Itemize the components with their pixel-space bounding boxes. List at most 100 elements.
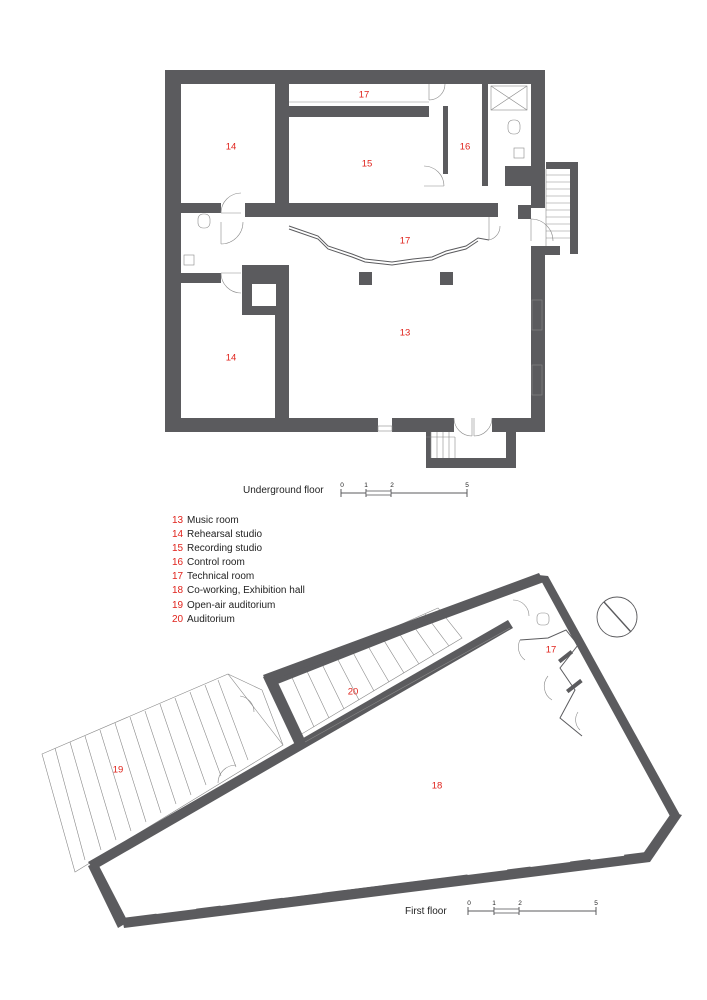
first-floor-plan: 18 19 20 17 First floor 0 1 2 5	[41, 573, 682, 928]
ff-scale-bar: 0 1 2 5	[467, 900, 598, 915]
ug-wall-right-step	[531, 246, 560, 432]
ff-wall-left-end	[88, 862, 128, 928]
ug-wall-bottom-mid	[392, 418, 454, 432]
ff-openair-seating	[41, 673, 284, 873]
ug-door-left-lower	[220, 272, 242, 294]
ff-scale-5: 5	[594, 900, 598, 907]
ug-room-17-top: 17	[359, 90, 370, 101]
north-arrow-icon	[596, 596, 638, 638]
ff-door-wc	[512, 599, 530, 617]
ff-room-18: 18	[432, 781, 443, 792]
ff-wall-auditorium-left	[263, 672, 305, 745]
ug-room-17-mid: 17	[400, 236, 411, 247]
legend-number: 14	[172, 529, 184, 541]
ug-room-13: 13	[400, 328, 411, 339]
ug-wall-rehearsal-a-right	[275, 84, 289, 209]
legend-label: Open-air auditorium	[187, 599, 276, 611]
ug-wall-control-right	[482, 84, 488, 186]
ug-door-left-wc	[220, 221, 244, 245]
ug-room-14-upper: 14	[226, 142, 237, 153]
ff-door-tech-2	[575, 711, 581, 731]
ug-floor-title: Underground floor	[243, 485, 324, 496]
legend-label: Technical room	[187, 571, 255, 583]
ff-glazing-line	[304, 627, 511, 743]
underground-floor-plan: 13 14 14 15 16 17 17 Underground floor 0…	[165, 70, 578, 497]
ug-stage-outline	[288, 225, 490, 263]
ug-scale-5: 5	[465, 482, 469, 489]
ff-toilet	[536, 612, 550, 626]
ug-annex-right	[506, 418, 516, 468]
ug-wall-rehearsal-b-top	[181, 273, 221, 283]
ff-wall-auditorium-inner	[273, 607, 460, 685]
ff-room-20: 20	[348, 687, 359, 698]
ff-door-openair-2	[239, 695, 255, 713]
ug-scale-1: 1	[364, 482, 368, 489]
legend-label: Recording studio	[187, 543, 263, 555]
legend-number: 16	[172, 557, 184, 569]
ff-floor-title: First floor	[405, 906, 447, 917]
legend-number: 18	[172, 585, 184, 597]
ug-wall-recording-right	[443, 106, 448, 174]
ug-wall-corridor-upper	[245, 203, 498, 217]
ug-wall-right-inner	[505, 166, 531, 186]
ff-tech-wall-1	[558, 650, 574, 664]
ff-tech-wall-2	[566, 678, 583, 694]
legend-label: Music room	[187, 515, 239, 526]
ug-shaft-void	[252, 284, 276, 306]
ug-stage-outline-inner	[288, 228, 479, 266]
ff-tech-partition	[519, 629, 583, 737]
legend-number: 17	[172, 571, 184, 583]
ug-stairs-bottom	[426, 432, 456, 458]
legend-label: Control room	[187, 557, 245, 569]
ff-wall-right-lower	[640, 812, 682, 862]
ff-room-19: 19	[113, 765, 124, 776]
ff-wall-right-top	[538, 575, 680, 818]
ug-wall-left-wc	[181, 203, 221, 213]
ug-wall-door-jamb	[518, 205, 531, 219]
ug-wall-right-stair	[570, 162, 578, 254]
legend-number: 15	[172, 543, 184, 555]
ug-stairs-right	[545, 169, 570, 246]
ff-room-17: 17	[546, 645, 557, 656]
legend-number: 13	[172, 515, 184, 526]
ug-room-14-lower: 14	[226, 353, 237, 364]
ug-door-stage	[488, 217, 501, 241]
ff-door-tech-3	[518, 639, 526, 661]
legend-number: 20	[172, 613, 184, 625]
ff-door-openair	[217, 764, 237, 784]
ug-window-1	[531, 299, 543, 331]
ug-wall-right-upper	[531, 70, 545, 208]
legend-label: Auditorium	[187, 613, 235, 625]
ug-window-bottom	[377, 425, 393, 432]
legend-number: 19	[172, 599, 184, 611]
ug-annex-bottom	[426, 458, 516, 468]
ug-scale-0: 0	[340, 482, 344, 489]
ff-wall-bottom	[122, 852, 650, 928]
ug-door-entrance-left	[453, 417, 473, 437]
ug-door-left-corridor	[220, 192, 242, 214]
ug-stair-cap	[546, 162, 578, 169]
ug-elevator	[490, 85, 528, 111]
ug-scale-2: 2	[390, 482, 394, 489]
ug-wall-left	[165, 70, 181, 432]
ug-toilet-left	[197, 213, 211, 229]
ug-toilet-right	[507, 119, 521, 135]
ug-sink-left	[183, 254, 195, 266]
ff-scale-2: 2	[518, 900, 522, 907]
ug-door-control	[423, 165, 445, 187]
legend-label: Co-working, Exhibition hall	[187, 585, 305, 597]
ug-scale-bar: 0 1 2 5	[340, 482, 469, 497]
ff-scale-0: 0	[467, 900, 471, 907]
ug-window-2	[531, 364, 543, 396]
ug-door-entrance-right	[473, 417, 493, 437]
